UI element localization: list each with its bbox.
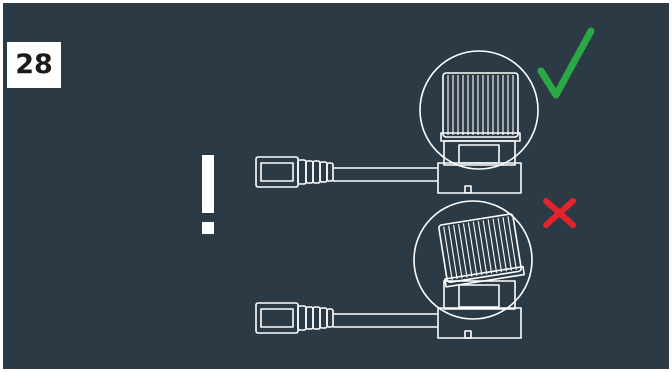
step-number-badge: 28 [7,42,61,88]
cable-top [333,167,438,182]
heatsink-top [440,72,521,142]
correct-assembly [255,50,539,194]
device-base-top [437,140,522,194]
device-base-bottom [437,280,522,339]
cross-icon [543,198,576,228]
highlight-circle-bottom [413,200,533,320]
heatsink-bottom [438,213,526,288]
highlight-circle-top [419,50,539,170]
exclamation-icon [202,155,214,234]
instruction-panel: 28 [3,3,669,369]
check-icon [537,27,595,99]
installation-illustration [255,27,595,339]
cable-connector-bottom [255,302,334,334]
incorrect-assembly [255,200,533,339]
cable-connector-top [255,156,334,188]
cable-bottom [333,313,438,328]
